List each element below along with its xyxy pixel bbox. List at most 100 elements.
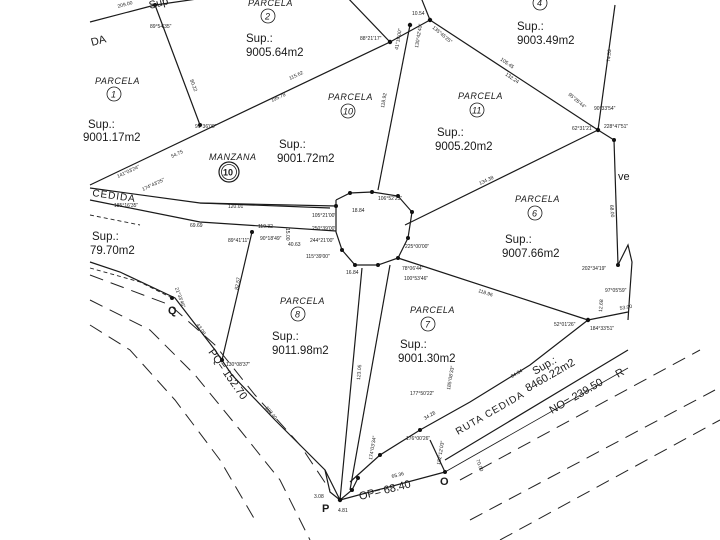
node <box>370 190 374 194</box>
dimension-label: 182°12'03" <box>436 440 446 465</box>
southwest-road <box>89 267 331 540</box>
dimension-label: 100°53'46" <box>404 276 428 282</box>
boundary-p2-top <box>348 0 391 43</box>
dimension-label: 105°21'00" <box>312 213 336 219</box>
dimension-label: 78°06'44" <box>402 266 424 272</box>
sw-fence <box>89 267 173 299</box>
dimension-label: 65.36 <box>391 471 405 480</box>
boundary-p10-p11 <box>377 24 411 191</box>
parcel-sup: Sup.: <box>88 119 115 131</box>
manzana-circle-inner <box>221 164 237 180</box>
parcel-area: 9005.20m2 <box>435 141 493 153</box>
dimension-label: 177°50'22" <box>410 391 434 397</box>
node <box>595 127 601 133</box>
dimension-label: 119.32 <box>258 224 273 230</box>
dimension-label: 90°18'49" <box>260 236 282 242</box>
parcel-boundaries <box>89 0 633 501</box>
dimension-label: 118.92 <box>380 92 389 108</box>
dimension-label: 134.38 <box>478 175 495 187</box>
dimension-label: 43.08 <box>194 323 206 337</box>
parcel-number: 6 <box>532 209 537 219</box>
dimension-label: 250°39'00" <box>312 226 336 232</box>
boundary-east-lower <box>617 243 633 321</box>
node <box>153 3 157 7</box>
parcel-sup: Sup.: <box>517 21 544 33</box>
boundary-p11-p4 <box>429 19 599 131</box>
dimension-label: 3.08 <box>314 494 324 500</box>
parcel-number: 8 <box>295 310 300 320</box>
node <box>198 123 202 127</box>
boundary-p6-p7 <box>397 257 589 321</box>
sw-dashed-2 <box>89 299 311 540</box>
parcel-number-circle <box>469 102 485 118</box>
node <box>443 470 447 474</box>
node <box>356 476 360 480</box>
dimension-label: 244°21'00" <box>310 238 334 244</box>
node <box>396 256 400 260</box>
dimension-label: 89°54'35" <box>150 24 172 30</box>
no-distance: NO= 239.50 <box>548 376 606 416</box>
node <box>170 296 174 300</box>
parcel-title: PARCELA <box>458 91 503 101</box>
dimension-label: 115°39'00" <box>306 254 330 260</box>
dimension-label: 10.54 <box>412 11 425 17</box>
parcel-4-label: 4 Sup.: 9003.49m2 <box>517 0 575 47</box>
boundary-p4-left <box>421 0 431 21</box>
dimension-label: 120.01 <box>228 204 244 210</box>
boundary-top-link <box>389 19 431 43</box>
line-op <box>339 471 446 501</box>
dimension-label: 225°00'00" <box>405 244 429 250</box>
dimension-label: 176°00'26" <box>406 436 430 442</box>
dimension-label: 34.28 <box>423 410 437 422</box>
cedida-track <box>89 214 141 226</box>
parcel-sup: Sup.: <box>505 234 532 246</box>
dimension-label: 12.68 <box>598 299 605 312</box>
point-q: Q <box>168 305 177 317</box>
node <box>612 138 616 142</box>
node <box>378 453 382 457</box>
dimension-label: 202°34'19" <box>582 266 606 272</box>
dimension-label: 106°52'25" <box>378 196 402 202</box>
ruta-dashed-2 <box>469 389 716 521</box>
parcel-8-label: PARCELA 8 Sup.: 9011.98m2 <box>272 296 329 357</box>
ruta-north-edge <box>444 349 629 461</box>
dimension-label: 91°36'00" <box>195 124 217 130</box>
node <box>250 230 254 234</box>
parcel-number: 1 <box>111 90 116 100</box>
node <box>353 263 357 267</box>
boundary-north-mid <box>154 0 195 6</box>
node <box>406 236 410 240</box>
parcel-area: 9001.17m2 <box>83 132 141 144</box>
parcel-area: 9001.72m2 <box>277 153 335 165</box>
sw-dashed-3 <box>89 324 256 521</box>
boundary-p7-east <box>587 311 629 321</box>
parcel-number: 2 <box>264 12 270 22</box>
parcel-7-label: PARCELA 7 Sup.: 9001.30m2 <box>398 305 456 365</box>
dimension-label: 97°05'59" <box>605 288 627 294</box>
right-partial-label: ve <box>618 171 630 183</box>
manzana-circle <box>218 161 240 183</box>
dimension-label: 195.78 <box>270 92 287 104</box>
parcel-number: 10 <box>343 107 353 117</box>
dimension-label: 74.53 <box>606 49 613 62</box>
parcel-number-circle <box>340 103 356 119</box>
parcel-title: PARCELA <box>280 296 325 306</box>
boundary-p1-p2 <box>154 4 201 126</box>
line-o <box>429 439 446 473</box>
parcel-title: PARCELA <box>328 92 373 102</box>
cedida-road-north-edge <box>89 187 331 209</box>
parcel-9-label: Sup.: 79.70m2 <box>90 231 135 257</box>
center-polygon <box>335 191 413 266</box>
dimension-label: 130°08'37" <box>226 362 250 368</box>
dimension-label: 4.81 <box>338 508 348 514</box>
boundary-p8-p7 <box>339 267 363 501</box>
dimension-label: 15.00 <box>284 228 290 241</box>
dimension-label: 54.75 <box>170 149 184 160</box>
dimension-label: 53.00 <box>619 304 633 312</box>
parcel-number-circle <box>527 205 543 221</box>
top-left-sup: Sup <box>148 0 170 12</box>
dimension-label: 228°47'51" <box>604 124 628 130</box>
parcel-number-circle <box>420 316 436 332</box>
